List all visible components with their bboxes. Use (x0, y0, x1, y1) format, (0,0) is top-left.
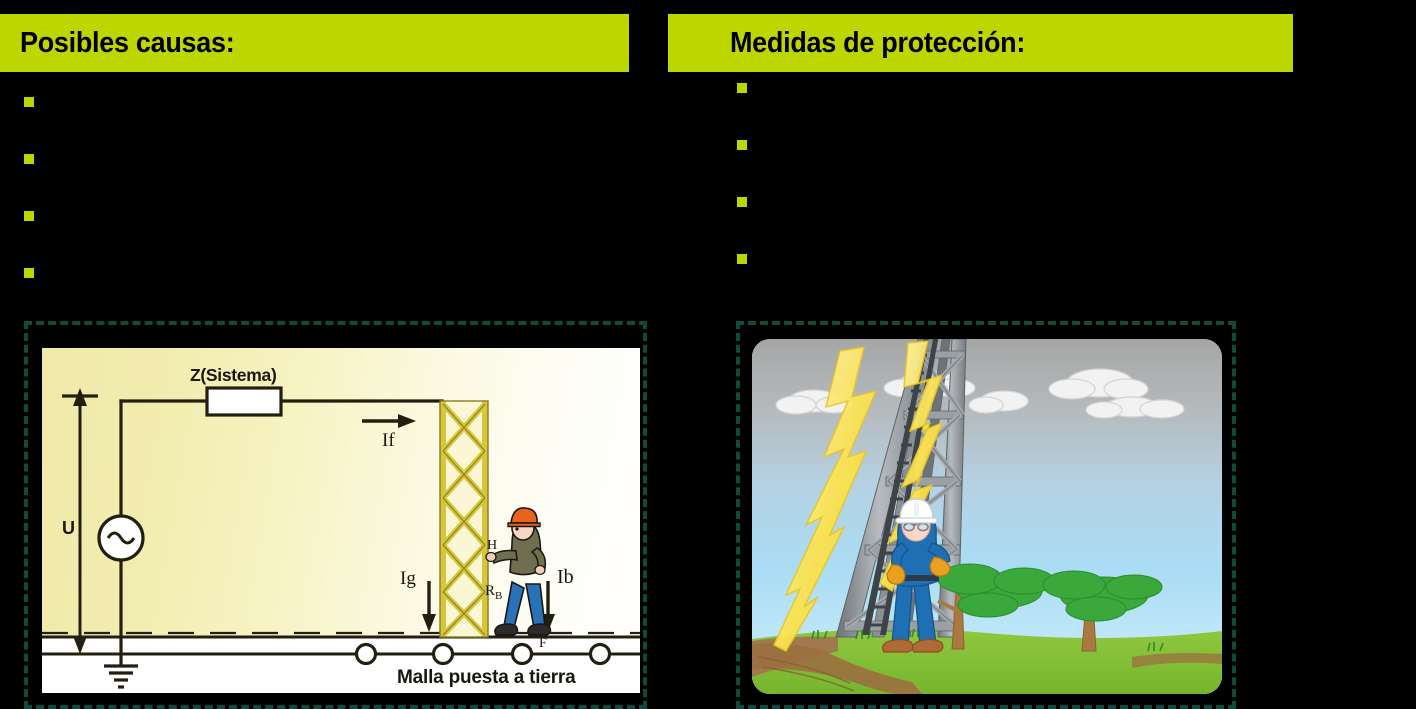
circuit-diagram-frame (24, 321, 647, 709)
body-resistance-subscript: B (495, 590, 503, 602)
mesh-node (510, 642, 534, 666)
voltage-label: U (62, 518, 75, 538)
voltage-arrow (62, 388, 98, 654)
right-bullet-3 (737, 197, 747, 207)
impedance-box (205, 386, 283, 417)
ground-current-arrow (422, 581, 436, 632)
left-bullet-2 (24, 154, 34, 164)
touch-point-label: H (487, 538, 498, 553)
tree (937, 563, 1055, 650)
dirt-path (752, 643, 922, 694)
dirt-right (1132, 653, 1222, 668)
impedance-label: Z(Sistema) (190, 365, 277, 385)
left-bullet-1 (24, 97, 34, 107)
right-panel-header-bar: Medidas de protección: (668, 14, 1293, 72)
circuit-diagram: Z(Sistema) U If Ig Ib H RB F Malla puest… (42, 348, 640, 693)
mesh-caption: Malla puesta a tierra (397, 667, 576, 688)
path-tracks (757, 656, 855, 692)
glove (886, 564, 906, 585)
lightning-bolt (773, 340, 944, 652)
body-resistance-label: RB (485, 583, 502, 602)
body-current-text: Ib (557, 566, 574, 588)
left-panel-header-bar: Posibles causas: (0, 14, 629, 72)
left-bullet-4 (24, 268, 34, 278)
mesh-node (588, 642, 612, 666)
foot-point-label: F (539, 636, 547, 651)
cloud (1048, 368, 1149, 400)
left-bullet-3 (24, 211, 34, 221)
fault-current-label: If (382, 430, 395, 451)
right-panel-title: Medidas de protección: (730, 26, 1026, 59)
glove (929, 556, 951, 577)
circuit-diagram-svg (42, 386, 640, 689)
left-panel-title: Posibles causas: (20, 26, 235, 59)
fault-current-arrow (362, 414, 416, 428)
ac-sine-glyph (106, 531, 136, 545)
lightning-scene-frame (736, 321, 1236, 709)
right-bullet-4 (737, 254, 747, 264)
body-current-label: Ib (557, 566, 574, 589)
cloud (968, 390, 1029, 414)
right-bullet-2 (737, 140, 747, 150)
body-resistance-letter: R (485, 583, 496, 599)
lightning-scene (752, 339, 1222, 694)
mesh-node (354, 642, 378, 666)
tree (1042, 570, 1163, 652)
clouds (775, 368, 1185, 419)
right-bullet-1 (737, 83, 747, 93)
mesh-node (431, 642, 455, 666)
lattice-tower (439, 400, 489, 638)
worker-with-hardhat (881, 498, 951, 653)
worker-touching-tower (485, 507, 552, 636)
ground-current-label: Ig (400, 568, 416, 589)
lightning-scene-svg (752, 339, 1222, 694)
cloud (1085, 396, 1185, 419)
earth-ground-symbol (104, 637, 138, 689)
